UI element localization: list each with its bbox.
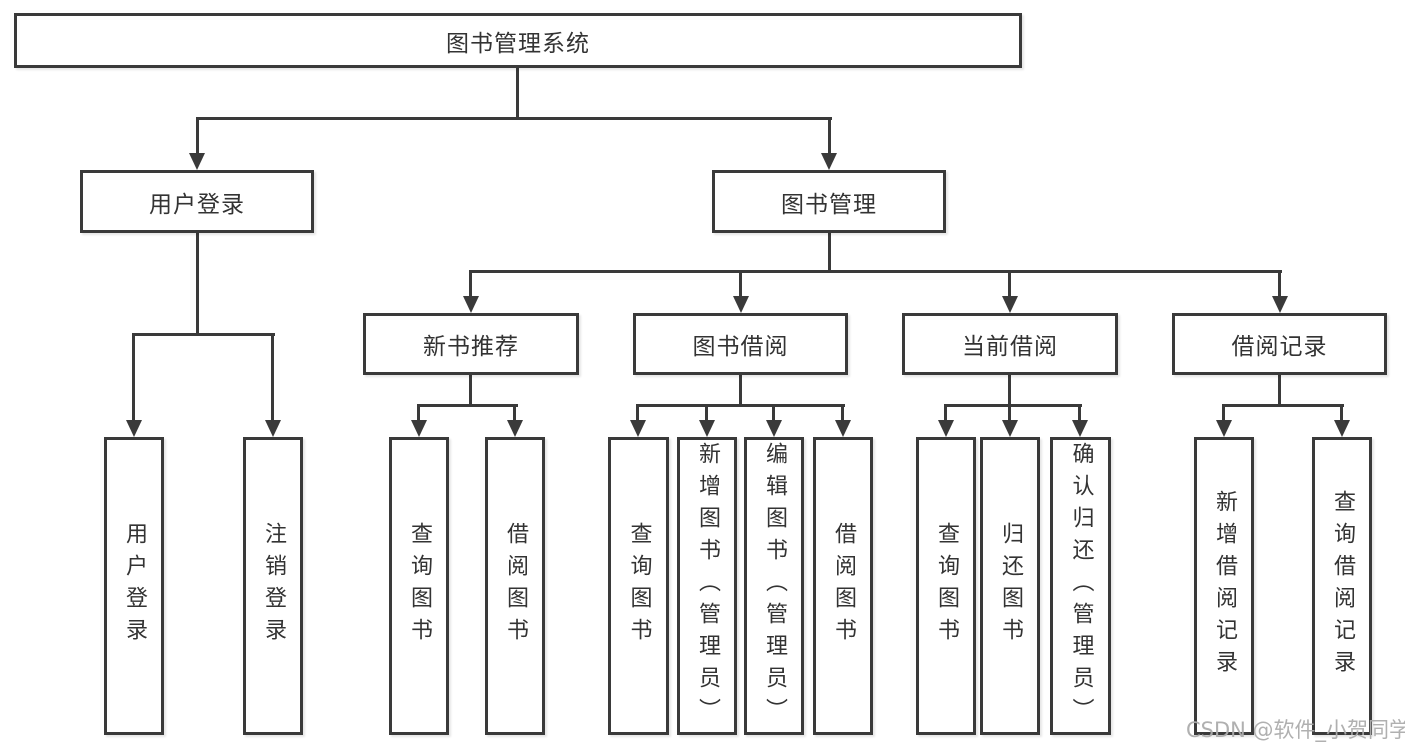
- leaf-label: 查询图书: [934, 522, 959, 650]
- leaf-return-books: 归还图书: [980, 437, 1040, 735]
- leaf-label: 归还图书: [998, 522, 1023, 650]
- node-book-mgmt: 图书管理: [712, 170, 946, 233]
- edge-drop-leaf: [944, 404, 947, 422]
- node-borrow-records: 借阅记录: [1172, 313, 1387, 375]
- arrow-down-icon: [733, 296, 749, 313]
- node-user-login: 用户登录: [80, 170, 314, 233]
- edge-drop-leaf: [841, 404, 844, 422]
- arrow-down-icon: [265, 420, 281, 437]
- edge-drop-leaf: [132, 333, 135, 421]
- leaf-query-borrow-record: 查询借阅记录: [1312, 437, 1372, 735]
- edge-drop-book-borrow: [739, 270, 742, 298]
- edge-current-borrow-stem: [1008, 375, 1011, 407]
- edge-drop-leaf: [1340, 404, 1343, 422]
- leaf-label: 用户登录: [122, 522, 147, 650]
- leaf-query-books-borrow: 查询图书: [608, 437, 669, 735]
- edge-new-book-rec-bar: [417, 404, 518, 407]
- leaf-label: 确认归还（管理员）: [1068, 442, 1094, 730]
- edge-drop-leaf: [1008, 404, 1011, 422]
- edge-borrow-records-stem: [1278, 375, 1281, 407]
- edge-drop-borrow-records: [1278, 270, 1281, 298]
- leaf-borrow-books: 借阅图书: [813, 437, 873, 735]
- leaf-edit-books-admin: 编辑图书（管理员）: [744, 437, 804, 735]
- edge-drop-leaf: [271, 333, 274, 421]
- edge-drop-leaf: [705, 404, 708, 422]
- arrow-down-icon: [821, 153, 837, 170]
- edge-user-login-stem: [196, 233, 199, 336]
- edge-root-stem: [516, 68, 519, 120]
- edge-drop-leaf: [636, 404, 639, 422]
- arrow-down-icon: [463, 296, 479, 313]
- edge-new-book-rec-stem: [469, 375, 472, 407]
- leaf-borrow-books-rec: 借阅图书: [485, 437, 545, 735]
- edge-drop-leaf: [772, 404, 775, 422]
- edge-book-borrow-stem: [739, 375, 742, 407]
- arrow-down-icon: [1216, 420, 1232, 437]
- arrow-down-icon: [938, 420, 954, 437]
- leaf-add-borrow-record: 新增借阅记录: [1194, 437, 1254, 735]
- leaf-label: 编辑图书（管理员）: [762, 442, 787, 730]
- watermark: CSDN @软件_小贺同学: [1186, 718, 1405, 742]
- node-new-book-rec: 新书推荐: [363, 313, 579, 375]
- node-book-borrow: 图书借阅: [633, 313, 848, 375]
- node-user-login-label: 用户登录: [149, 191, 245, 218]
- node-current-borrow-label: 当前借阅: [962, 334, 1058, 360]
- leaf-logout: 注销登录: [243, 437, 303, 735]
- leaf-query-books-rec: 查询图书: [389, 437, 449, 735]
- edge-drop-current-borrow: [1008, 270, 1011, 298]
- leaf-add-books-admin: 新增图书（管理员）: [677, 437, 737, 735]
- edge-book-mgmt-stem: [828, 233, 831, 273]
- edge-root-bar: [196, 117, 832, 120]
- arrow-down-icon: [1072, 420, 1088, 437]
- leaf-label: 新增借阅记录: [1212, 490, 1237, 682]
- edge-drop-leaf: [1222, 404, 1225, 422]
- arrow-down-icon: [411, 420, 427, 437]
- leaf-label: 查询图书: [407, 522, 432, 650]
- leaf-label: 查询借阅记录: [1330, 490, 1355, 682]
- leaf-label: 借阅图书: [831, 522, 856, 650]
- leaf-user-login: 用户登录: [104, 437, 164, 735]
- edge-drop-book-mgmt: [828, 117, 831, 156]
- arrow-down-icon: [1002, 296, 1018, 313]
- leaf-label: 借阅图书: [503, 522, 528, 650]
- edge-drop-leaf: [513, 404, 516, 422]
- edge-current-borrow-bar: [944, 404, 1082, 407]
- edge-borrow-records-bar: [1222, 404, 1344, 407]
- node-book-borrow-label: 图书借阅: [692, 334, 789, 360]
- leaf-label: 新增图书（管理员）: [695, 442, 720, 730]
- edge-drop-new-book-rec: [469, 270, 472, 298]
- arrow-down-icon: [1002, 420, 1018, 437]
- edge-drop-leaf: [417, 404, 420, 422]
- leaf-confirm-return-admin: 确认归还（管理员）: [1050, 437, 1111, 735]
- node-root: 图书管理系统: [14, 13, 1022, 68]
- edge-drop-leaf: [1078, 404, 1081, 422]
- node-borrow-records-label: 借阅记录: [1231, 334, 1328, 360]
- arrow-down-icon: [126, 420, 142, 437]
- leaf-query-books-current: 查询图书: [916, 437, 976, 735]
- edge-user-login-bar: [132, 333, 275, 336]
- edge-book-borrow-bar: [636, 404, 845, 407]
- arrow-down-icon: [507, 420, 523, 437]
- leaf-label: 查询图书: [626, 522, 652, 650]
- edge-book-mgmt-bar: [469, 270, 1282, 273]
- leaf-label: 注销登录: [261, 522, 286, 650]
- edge-drop-user-login: [196, 117, 199, 156]
- arrow-down-icon: [1272, 296, 1288, 313]
- arrow-down-icon: [1334, 420, 1350, 437]
- arrow-down-icon: [189, 153, 205, 170]
- node-new-book-rec-label: 新书推荐: [423, 334, 519, 360]
- node-book-mgmt-label: 图书管理: [781, 191, 877, 218]
- arrow-down-icon: [766, 420, 782, 437]
- node-root-label: 图书管理系统: [446, 30, 590, 57]
- arrow-down-icon: [699, 420, 715, 437]
- arrow-down-icon: [630, 420, 646, 437]
- node-current-borrow: 当前借阅: [902, 313, 1118, 375]
- arrow-down-icon: [835, 420, 851, 437]
